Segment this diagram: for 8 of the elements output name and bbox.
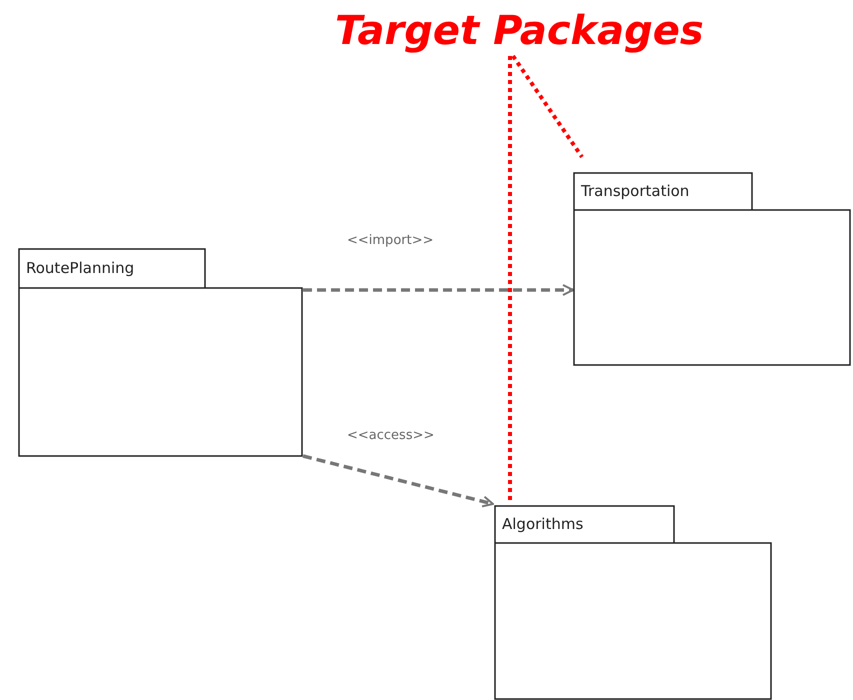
annotation-text: Target Packages	[335, 8, 704, 54]
dependency-arrow	[303, 284, 574, 296]
package-name: Algorithms	[502, 515, 584, 533]
package-name: Transportation	[581, 182, 690, 200]
package-name: RoutePlanning	[26, 259, 134, 277]
leader-line	[511, 54, 584, 158]
edge-label: <<import>>	[345, 233, 436, 248]
dependency-arrow	[302, 454, 494, 508]
